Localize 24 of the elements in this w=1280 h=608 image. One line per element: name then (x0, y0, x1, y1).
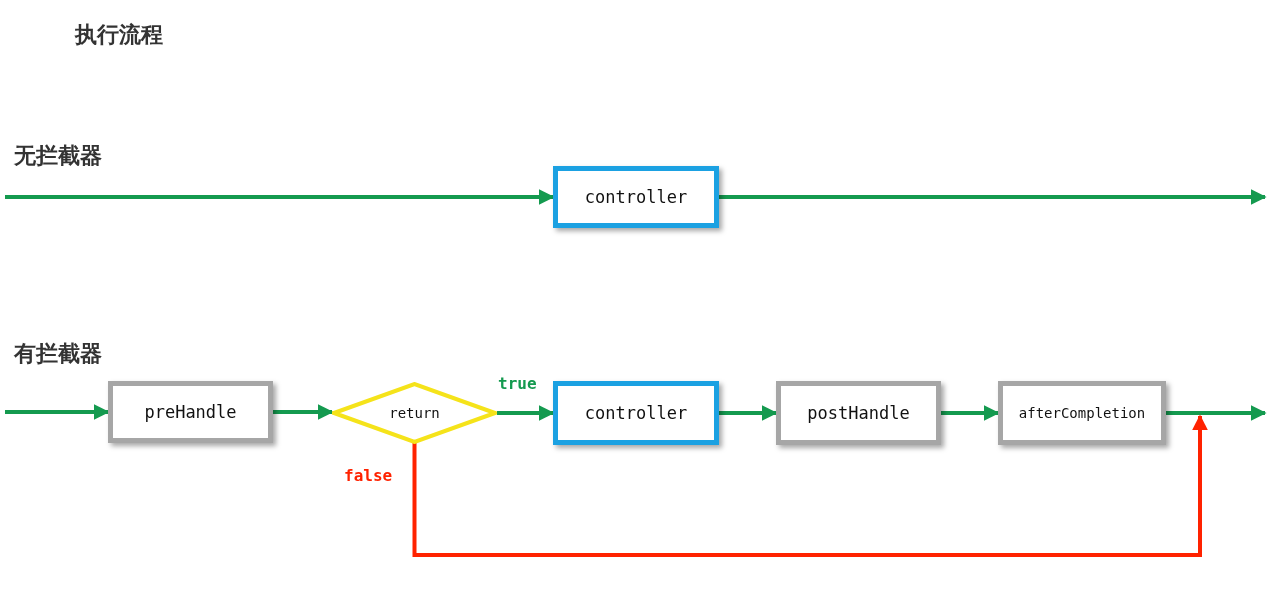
connector-arrow (497, 405, 555, 421)
process-box (108, 381, 273, 443)
arrow (1166, 405, 1267, 421)
node-label: preHandle (144, 402, 237, 422)
arrow (5, 404, 110, 420)
connector-arrow (273, 404, 334, 420)
arrow (719, 189, 1267, 205)
node-label: afterCompletion (1018, 405, 1146, 421)
connector-arrow (941, 405, 1000, 421)
node-label: controller (584, 187, 688, 207)
process-box (553, 166, 719, 228)
connector-arrow (412, 414, 1208, 557)
node-label: controller (584, 403, 688, 423)
process-box (998, 381, 1166, 445)
diagram-title: 执行流程 (75, 21, 163, 49)
node-label: postHandle (807, 403, 910, 423)
section-heading: 有拦截器 (14, 340, 102, 368)
process-box (776, 381, 941, 445)
connector-arrow (719, 405, 778, 421)
node-label: return (389, 405, 440, 421)
arrow (5, 189, 555, 205)
decision-diamond (332, 382, 497, 444)
section-heading: 无拦截器 (14, 142, 102, 170)
process-box (553, 381, 719, 445)
